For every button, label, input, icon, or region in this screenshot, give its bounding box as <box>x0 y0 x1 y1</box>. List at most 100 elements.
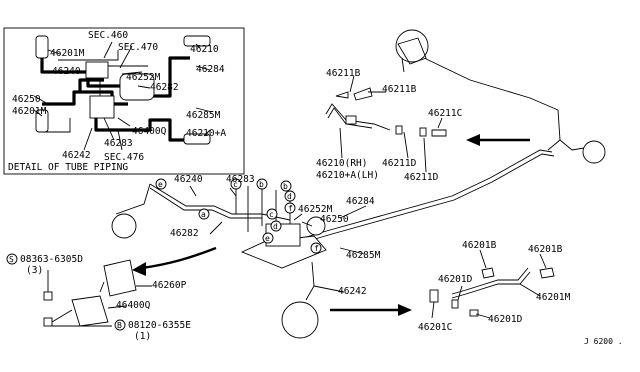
callout-d-mid-text: d <box>273 222 278 231</box>
callout-e-low-text: e <box>265 234 270 243</box>
circle-b-text: B <box>117 321 122 330</box>
label-46201c: 46201C <box>418 322 452 333</box>
label-46201d-a: 46201D <box>438 274 473 285</box>
callout-d-mid <box>270 220 282 232</box>
label-46252m: 46252M <box>298 204 333 215</box>
circle-s <box>6 253 18 265</box>
label-46250: 46250 <box>320 214 349 225</box>
arrow-bottom-to-right <box>398 304 412 316</box>
footer-code: J 6200 . <box>584 337 623 346</box>
inset-label-46242: 46242 <box>62 150 91 161</box>
bolt-08363-a <box>43 291 53 301</box>
callout-e-top-text: e <box>158 180 163 189</box>
callout-f-low <box>310 242 322 254</box>
label-46211d-b: 46211D <box>404 172 439 183</box>
callout-d-top <box>284 190 296 202</box>
label-08363-6305d: 08363-6305D <box>20 254 83 265</box>
label-46210a-lh: 46210+A(LH) <box>316 170 379 181</box>
bracket-46260p <box>103 259 137 297</box>
front-right-hose-group: 46211B 46211B 46211C 46210(RH) 46210+A(L… <box>316 29 606 183</box>
inset-label-sec460: SEC.460 <box>88 30 128 41</box>
bolt-08120 <box>43 317 53 327</box>
inset-frame <box>3 27 245 175</box>
inset-detail: SEC.460 SEC.470 46201M 46240 46252M 4628… <box>3 27 245 175</box>
washer-46201d-b <box>469 309 479 317</box>
label-08120-6355e: 08120-6355E <box>128 320 191 331</box>
inset-label-46210a: 46210+A <box>186 128 226 139</box>
callout-e-low <box>262 232 274 244</box>
callout-c-top <box>230 178 242 190</box>
left-bracket-group: S 08363-6305D (3) 46260P 46400Q B 08120-… <box>6 253 191 342</box>
bracket-46400q <box>71 295 109 327</box>
callout-f-top <box>284 202 296 214</box>
inset-label-46283: 46283 <box>104 138 133 149</box>
callout-c-top-text: c <box>233 180 238 189</box>
label-46201m: 46201M <box>536 292 571 303</box>
inset-label-46201m-top: 46201M <box>50 48 85 59</box>
hose-bracket-fl <box>35 35 49 59</box>
callout-b-2 <box>280 180 292 192</box>
callout-b-2-text: b <box>283 182 288 191</box>
center-labels: 46240 46283 46282 46252M 46250 46284 462… <box>170 174 381 297</box>
center-callouts: e a c b b d f c d f e <box>155 178 322 254</box>
inset-label-46284: 46284 <box>196 64 225 75</box>
callout-e-top <box>155 178 167 190</box>
label-46285m: 46285M <box>346 250 381 261</box>
hose-bracket-fr <box>183 35 211 47</box>
label-46210-rh: 46210(RH) <box>316 158 367 169</box>
banjo-bolt <box>431 129 447 137</box>
clip-46201b-a <box>481 267 495 279</box>
arrow-right-to-left <box>466 134 480 146</box>
callout-a-text: a <box>201 210 206 219</box>
bolt-46201c <box>429 289 439 303</box>
label-46283: 46283 <box>226 174 255 185</box>
actuator-block <box>89 95 115 119</box>
actuator-cap <box>306 216 326 236</box>
rear-right-hose-loop <box>582 140 606 164</box>
label-46400q: 46400Q <box>116 300 151 311</box>
front-right-hose-bracket <box>397 37 427 65</box>
washer-b <box>419 127 427 137</box>
label-46211c: 46211C <box>428 108 462 119</box>
label-46211b-b: 46211B <box>382 84 417 95</box>
inset-label-46210: 46210 <box>190 44 219 55</box>
inset-label-sec476: SEC.476 <box>104 152 144 163</box>
callout-a <box>198 208 210 220</box>
inset-label-46201m-bottom: 46201M <box>12 106 47 117</box>
label-46242: 46242 <box>338 286 367 297</box>
master-cylinder <box>85 61 109 79</box>
label-46282: 46282 <box>170 228 199 239</box>
callout-f-top-text: f <box>288 204 293 213</box>
hose-bracket-rl <box>35 109 49 133</box>
label-qty-1: (1) <box>134 331 151 342</box>
arrow-center-to-left <box>132 262 146 276</box>
label-46211b-a: 46211B <box>326 68 361 79</box>
hose-bracket-rr <box>183 133 211 145</box>
label-46211d-a: 46211D <box>382 158 417 169</box>
inset-label-46252m: 46252M <box>126 72 161 83</box>
circle-s-text: S <box>9 255 14 264</box>
actuator-bracket <box>240 235 327 269</box>
inset-label-46400q: 46400Q <box>132 126 167 137</box>
label-46201b-b: 46201B <box>528 244 563 255</box>
bracket-46211b-1 <box>353 87 373 101</box>
callout-b-1 <box>256 178 268 190</box>
label-qty-3: (3) <box>26 265 43 276</box>
direction-arrows <box>132 134 530 316</box>
hose-clip <box>345 115 357 125</box>
rear-left-hose-loop <box>281 301 319 339</box>
label-46201d-b: 46201D <box>488 314 523 325</box>
label-46284: 46284 <box>346 196 375 207</box>
front-right-hose-loop <box>395 29 429 63</box>
front-left-hose-loop <box>111 213 137 239</box>
label-46260p: 46260P <box>152 280 187 291</box>
callout-b-1-text: b <box>259 180 264 189</box>
label-46201b-a: 46201B <box>462 240 497 251</box>
bracket-46211b-2 <box>335 91 349 99</box>
inset-label-46240: 46240 <box>52 66 81 77</box>
main-tube-routing <box>111 55 561 339</box>
washer-46201d-a <box>451 299 459 309</box>
booster-body <box>119 73 155 101</box>
clip-46201b-b <box>539 267 555 279</box>
